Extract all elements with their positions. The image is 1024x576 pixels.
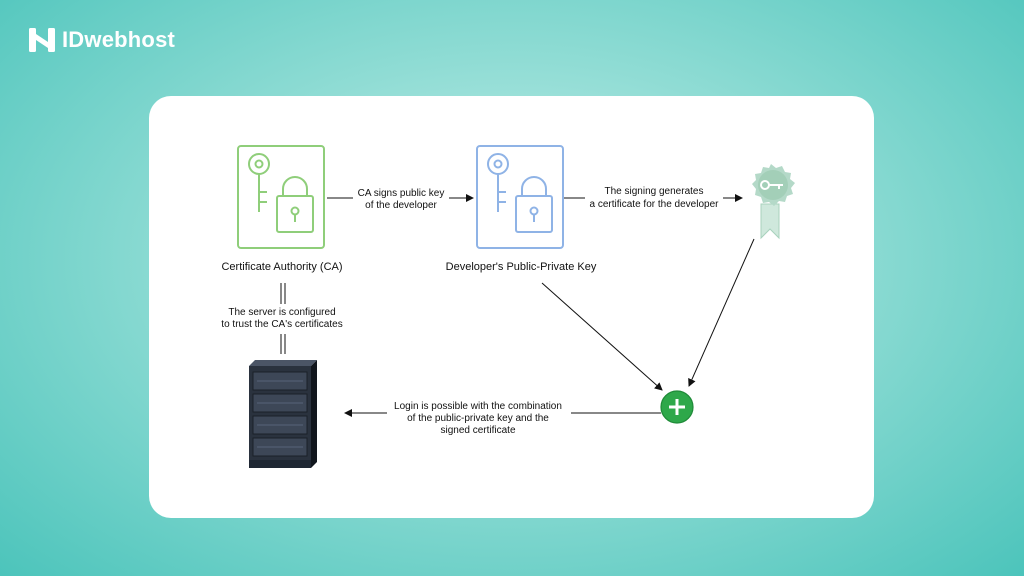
diagram-card: CA signs public key of the developer The… (149, 96, 874, 518)
key-lock-document-icon (476, 145, 564, 249)
key-lock-document-icon (237, 145, 325, 249)
edge-label-dev-to-cert: The signing generates a certificate for … (585, 185, 723, 211)
certificate-node (752, 164, 795, 240)
edge-label-line: signed certificate (440, 425, 515, 436)
plus-circle-icon (660, 390, 694, 424)
edge-label-line: The server is configured (228, 307, 335, 318)
trust-diagram: CA signs public key of the developer The… (221, 145, 795, 468)
ca-node-label: Certificate Authority (CA) (221, 261, 342, 273)
idwebhost-logo-icon (29, 28, 55, 52)
brand-name: IDwebhost (62, 27, 176, 52)
edge-label-line: of the public-private key and the (407, 413, 549, 424)
edge-label-line: The signing generates (605, 186, 704, 197)
brand-logo: IDwebhost (28, 26, 175, 54)
certificate-ribbon-icon (752, 164, 795, 240)
edge-label-line: CA signs public key (358, 188, 445, 199)
edge-label-ca-server: The server is configured to trust the CA… (221, 307, 342, 330)
server-node (249, 360, 317, 468)
ca-node: Certificate Authority (CA) (221, 145, 343, 273)
combine-node (660, 390, 694, 424)
edge-label-line: of the developer (365, 200, 437, 211)
edge-label-line: to trust the CA's certificates (221, 319, 342, 330)
dev-node-label: Developer's Public-Private Key (446, 261, 597, 273)
server-rack-icon (249, 360, 317, 468)
edge-label-combine-to-server: Login is possible with the combination o… (387, 398, 571, 438)
edge-label-line: Login is possible with the combination (394, 401, 562, 412)
edge-label-ca-to-dev: CA signs public key of the developer (353, 186, 449, 212)
dev-node: Developer's Public-Private Key (446, 145, 597, 273)
edge-dev-to-combine (541, 282, 663, 391)
edge-cert-to-combine (688, 238, 755, 387)
edge-label-line: a certificate for the developer (590, 199, 720, 210)
edge-ca-server (280, 283, 286, 354)
